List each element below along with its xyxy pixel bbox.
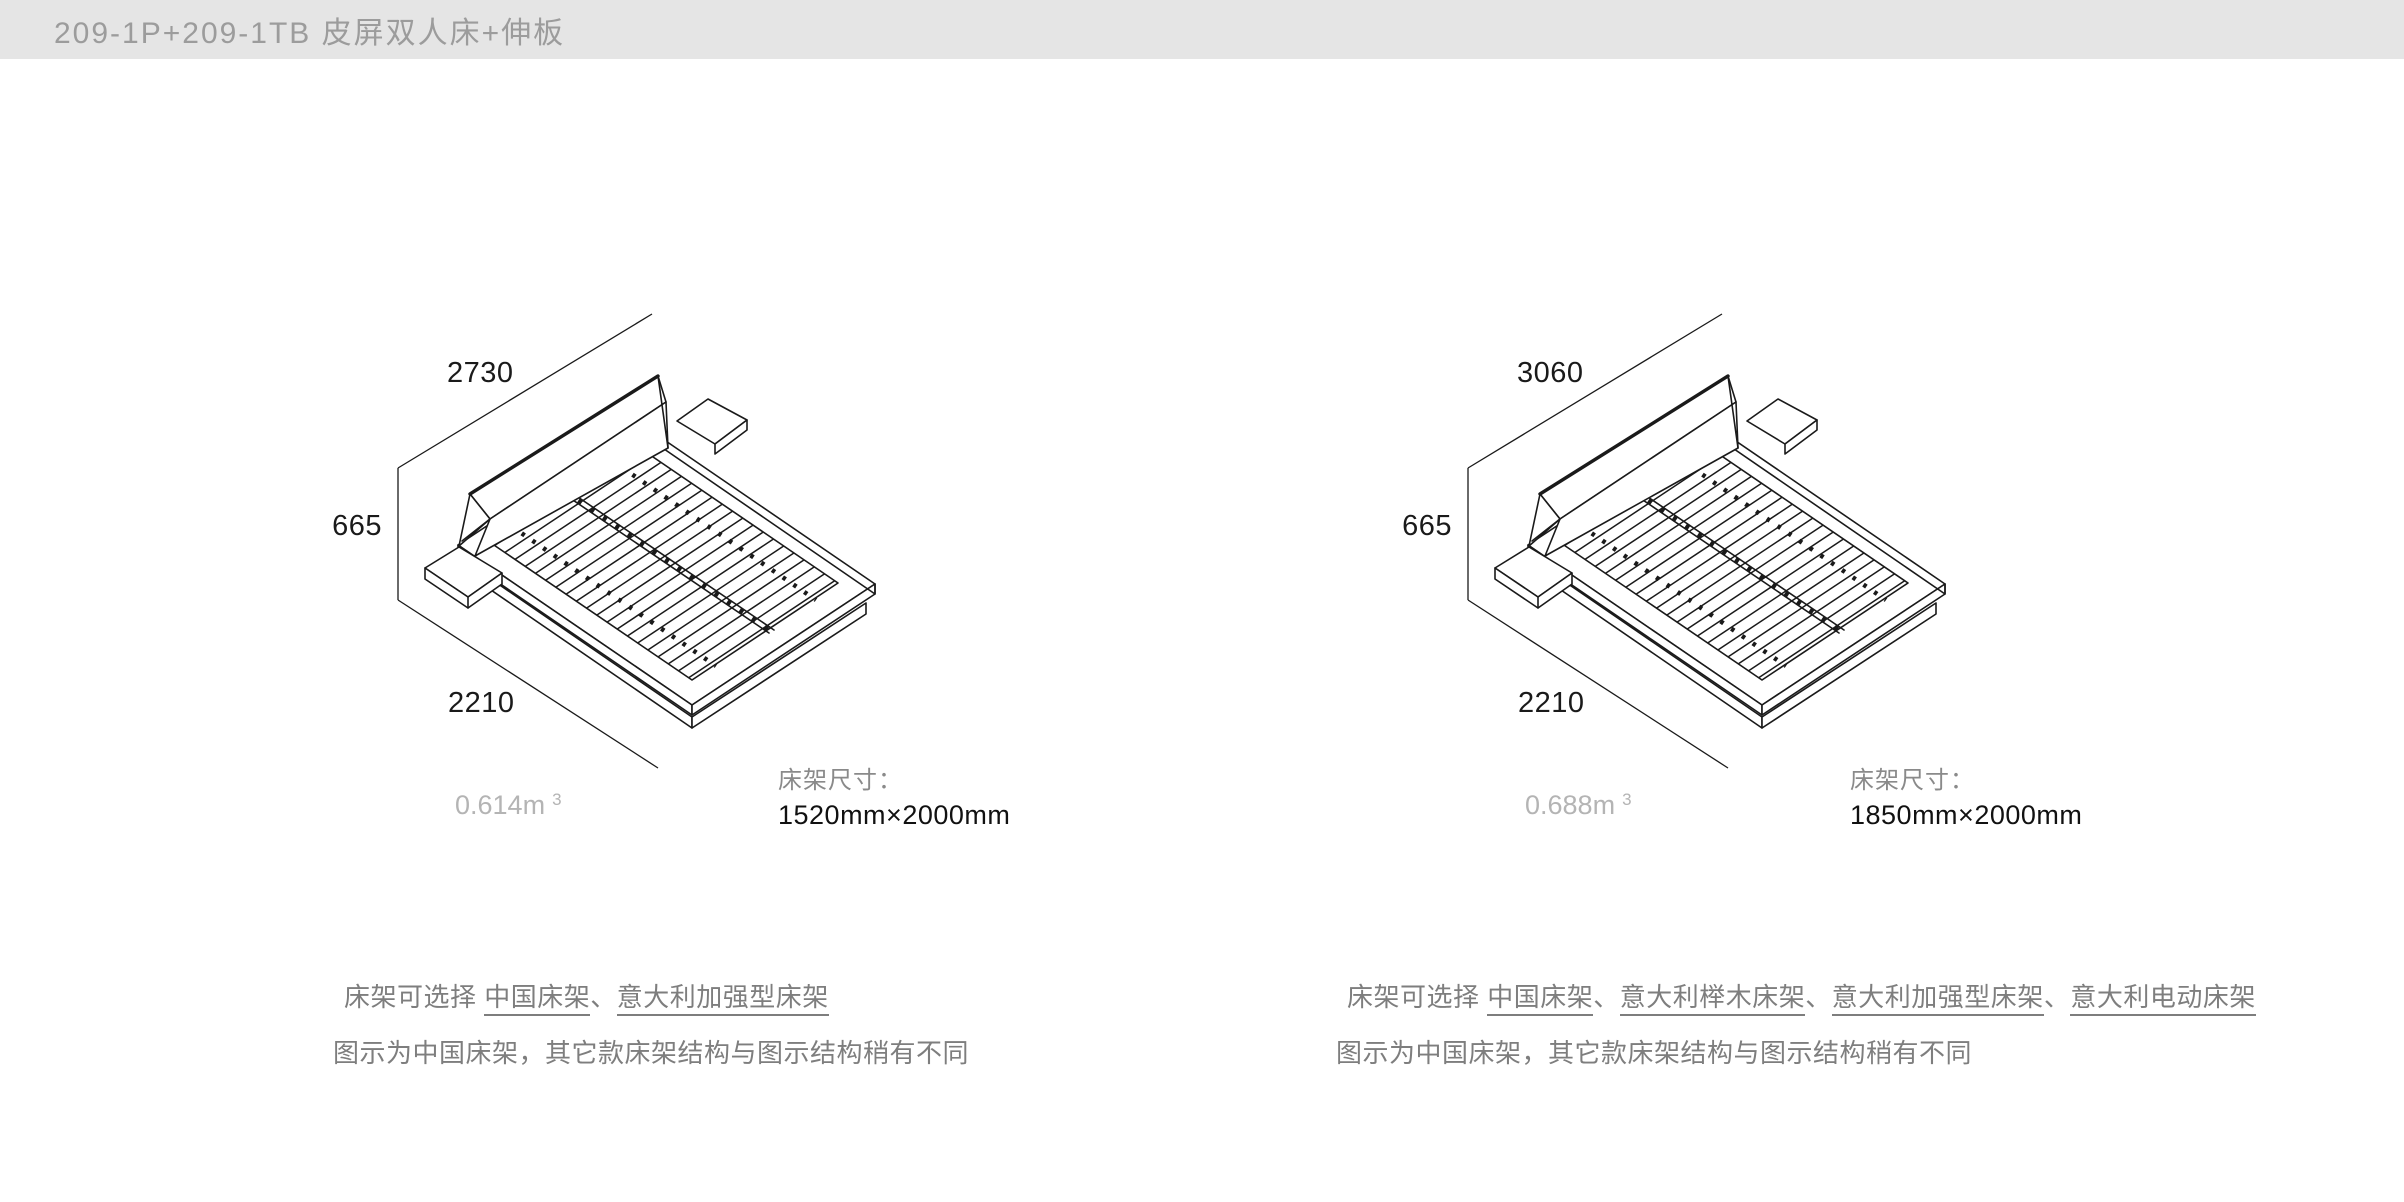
frame-option-link: 意大利加强型床架 [616,982,829,1016]
note-line2: 图示为中国床架，其它款床架结构与图示结构稍有不同 [1336,1038,1973,1068]
frame-option-link: 中国床架 [484,982,591,1016]
frame-option-link: 意大利电动床架 [2070,982,2256,1016]
frame-size-value: 1520mm×2000mm [778,800,1011,830]
note-text: 床架可选择 [1347,982,1488,1012]
frame-option-link: 意大利加强型床架 [1831,982,2044,1016]
frame-size-value: 1850mm×2000mm [1850,800,2083,830]
dim-width-label: 3060 [1517,357,1584,389]
frame-size-caption: 床架尺寸： 1520mm×2000mm [778,760,1010,831]
frame-size-caption: 床架尺寸： 1850mm×2000mm [1850,760,2082,831]
frame-size-label: 床架尺寸： [778,767,903,794]
dim-height-label: 665 [332,510,382,542]
frame-option-link: 意大利榉木床架 [1619,982,1806,1016]
note-text: 、 [2043,982,2071,1012]
note-text: 、 [590,982,617,1012]
dim-depth-label: 2210 [1518,687,1585,719]
note-text: 、 [1593,982,1620,1012]
note-line2: 图示为中国床架，其它款床架结构与图示结构稍有不同 [333,1038,970,1068]
note-text: 床架可选择 [344,982,485,1012]
dim-width-label: 2730 [447,357,514,389]
dim-height-label: 665 [1402,510,1452,542]
frame-option-link: 中国床架 [1487,982,1594,1016]
dim-depth-label: 2210 [448,687,515,719]
note-line1: 床架可选择 中国床架、意大利榉木床架、意大利加强型床架、意大利电动床架 [1336,977,2256,1016]
note-line1: 床架可选择 中国床架、意大利加强型床架 [333,977,969,1016]
frame-options-note: 床架可选择 中国床架、意大利榉木床架、意大利加强型床架、意大利电动床架 图示为中… [1336,977,2256,1070]
note-text: 、 [1805,982,1832,1012]
title-bar: 209-1P+209-1TB 皮屏双人床+伸板 [0,0,2404,59]
volume-value: 0.614m [455,790,546,820]
volume-exponent: 3 [552,790,562,809]
frame-size-label: 床架尺寸： [1850,767,1975,794]
page-title: 209-1P+209-1TB 皮屏双人床+伸板 [54,16,566,50]
volume-label: 0.614m 3 [455,790,562,821]
volume-value: 0.688m [1525,790,1616,820]
volume-label: 0.688m 3 [1525,790,1632,821]
frame-options-note: 床架可选择 中国床架、意大利加强型床架 图示为中国床架，其它款床架结构与图示结构… [333,977,969,1070]
volume-exponent: 3 [1622,790,1632,809]
